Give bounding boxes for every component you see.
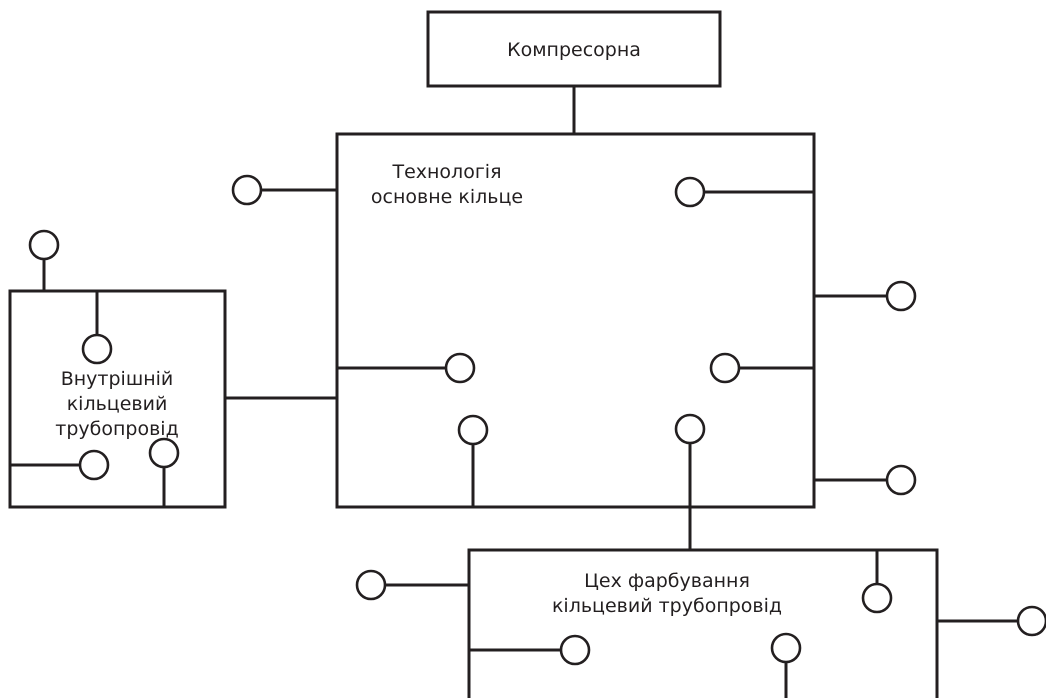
circle-node-icon — [709, 352, 741, 384]
technology-sublabel: основне кільце — [371, 186, 523, 208]
main-ring-outlet-left — [231, 174, 337, 206]
main-ring-outlet-right-lower — [814, 464, 917, 496]
circle-node-icon — [444, 352, 476, 384]
circle-node-icon — [674, 176, 706, 208]
internal-sublabel-2: трубопровід — [55, 418, 178, 440]
internal-branch-lower-left — [10, 449, 110, 481]
circle-node-icon — [231, 174, 263, 206]
painting-ring-block — [467, 548, 939, 698]
painting-drop-right — [861, 550, 893, 614]
compressor-label: Компресорна — [507, 39, 641, 61]
circle-node-icon — [78, 449, 110, 481]
circle-node-icon — [770, 632, 802, 664]
internal-drop-upper — [81, 291, 113, 365]
circle-node-icon — [674, 413, 706, 445]
painting-outlet-right — [937, 605, 1046, 637]
painting-label: Цех фарбування — [584, 570, 750, 592]
internal-riser-lower — [148, 437, 180, 507]
main-ring-riser-bottom-right — [674, 413, 706, 445]
painting-outlet-left — [355, 569, 469, 601]
compressor-block — [426, 10, 722, 88]
circle-node-icon — [559, 634, 591, 666]
main-ring-riser-bottom-left — [457, 414, 489, 507]
circle-node-icon — [457, 414, 489, 446]
main-ring-outlet-right-upper — [814, 280, 917, 312]
main-ring-branch-left-inner — [337, 352, 476, 384]
circle-node-icon — [148, 437, 180, 469]
internal-ring-block — [8, 289, 227, 509]
circle-node-icon — [81, 333, 113, 365]
circle-node-icon — [885, 280, 917, 312]
painting-branch-lower-left — [469, 634, 591, 666]
circle-node-icon — [861, 582, 893, 614]
internal-outlet-top — [28, 229, 60, 291]
main-ring-outlet-top-right — [674, 176, 814, 208]
internal-label: Внутрішній — [61, 368, 174, 390]
circle-node-icon — [28, 229, 60, 261]
internal-sublabel-1: кільцевий — [67, 393, 168, 415]
circle-node-icon — [1016, 605, 1046, 637]
main-ring-branch-right-inner — [709, 352, 814, 384]
technology-label: Технологія — [391, 161, 501, 183]
painting-riser-lower — [770, 632, 802, 698]
circle-node-icon — [355, 569, 387, 601]
technology-main-ring-block — [335, 132, 816, 509]
painting-sublabel: кільцевий трубопровід — [552, 595, 782, 617]
circle-node-icon — [885, 464, 917, 496]
